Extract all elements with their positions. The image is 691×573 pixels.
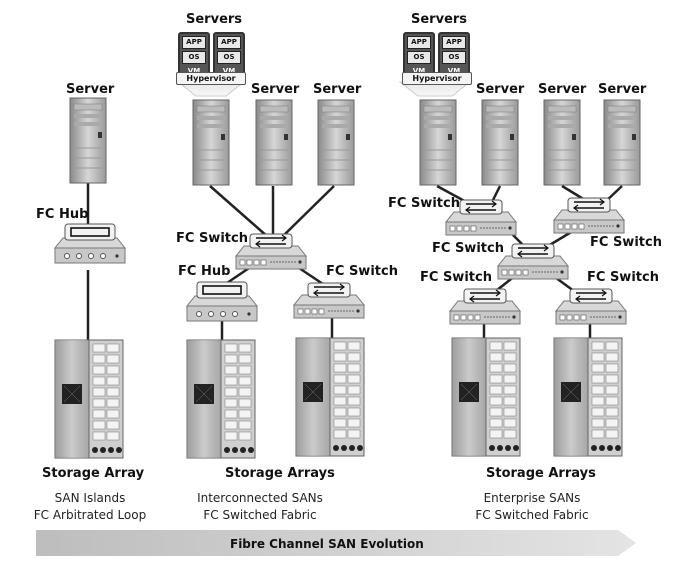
fc-switch-label: FC Switch	[432, 241, 504, 256]
server-tower	[603, 99, 641, 186]
storage-array-device	[54, 339, 124, 459]
fc-switch-label: FC Switch	[176, 231, 248, 246]
fc-switch-label: FC Switch	[388, 196, 460, 211]
os-box: OS	[442, 51, 466, 64]
fc-switch-label: FC Switch	[420, 270, 492, 285]
os-box: OS	[407, 51, 431, 64]
server-tower	[543, 99, 581, 186]
storage-arrays-label: Storage Arrays	[225, 466, 335, 481]
fc-switch-label: FC Switch	[587, 270, 659, 285]
fc-hub-label: FC Hub	[36, 207, 89, 222]
server-tower	[69, 97, 107, 184]
caption-interconnected-sans: Interconnected SANs	[197, 491, 323, 505]
server-tower	[192, 99, 230, 186]
vm-label: VM	[412, 67, 426, 75]
servers-label: Servers	[411, 12, 468, 27]
fc-switch-device	[553, 197, 625, 234]
caption-san-islands: SAN Islands	[54, 491, 126, 505]
storage-array-label: Storage Array	[42, 466, 145, 481]
storage-array-device	[295, 337, 365, 457]
server-label: Server	[66, 82, 115, 97]
fc-hub-device	[54, 223, 126, 264]
server-label: Server	[598, 82, 647, 97]
fc-switch-device	[449, 288, 521, 325]
server-label: Server	[476, 82, 525, 97]
caption-arbitrated-loop: FC Arbitrated Loop	[33, 508, 147, 522]
server-tower	[317, 99, 355, 186]
vm-label: VM	[187, 67, 201, 75]
fc-hub-device	[186, 281, 258, 322]
server-label: Server	[313, 82, 362, 97]
app-box: APP	[217, 36, 241, 49]
caption-enterprise-fabric: FC Switched Fabric	[475, 508, 589, 522]
app-box: APP	[182, 36, 206, 49]
hypervisor-label: Hypervisor	[402, 72, 472, 85]
fc-hub-label: FC Hub	[178, 264, 231, 279]
server-label: Server	[538, 82, 587, 97]
evolution-arrow	[36, 530, 636, 556]
fc-switch-device	[497, 243, 569, 280]
fc-switch-label: FC Switch	[590, 235, 662, 250]
storage-arrays-label: Storage Arrays	[486, 466, 596, 481]
vm-label: VM	[222, 67, 236, 75]
vm-label: VM	[447, 67, 461, 75]
storage-array-device	[451, 337, 521, 457]
servers-label: Servers	[186, 12, 243, 27]
app-box: APP	[407, 36, 431, 49]
server-label: Server	[251, 82, 300, 97]
fc-switch-label: FC Switch	[326, 264, 398, 279]
server-tower	[481, 99, 519, 186]
os-box: OS	[217, 51, 241, 64]
caption-enterprise-sans: Enterprise SANs	[483, 491, 581, 505]
os-box: OS	[182, 51, 206, 64]
storage-array-device	[553, 337, 623, 457]
server-tower	[255, 99, 293, 186]
fc-switch-device	[555, 288, 627, 325]
hypervisor-label: Hypervisor	[176, 72, 246, 85]
server-tower	[419, 99, 457, 186]
fc-switch-device	[293, 282, 365, 319]
caption-switched-fabric: FC Switched Fabric	[203, 508, 317, 522]
storage-array-device	[186, 339, 256, 459]
app-box: APP	[442, 36, 466, 49]
evolution-arrow-label: Fibre Channel SAN Evolution	[230, 537, 424, 551]
